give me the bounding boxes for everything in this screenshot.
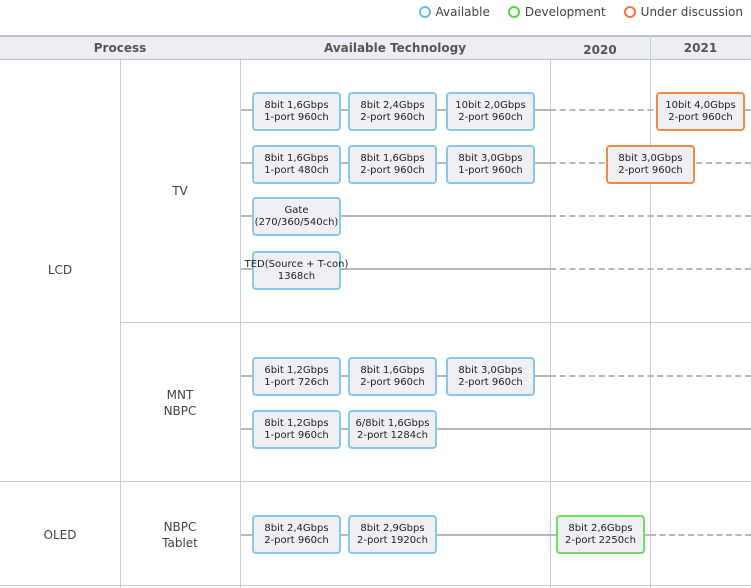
separator-tv-mnt (120, 322, 751, 323)
bottom-border (0, 585, 751, 586)
subprocess-mnt-line1: MNT (166, 388, 194, 402)
subprocess-mnt-line2: NBPC (163, 404, 197, 418)
subprocess-tv: TV (172, 184, 188, 198)
row-track (241, 215, 550, 217)
legend-available: Available (418, 5, 490, 19)
grid-line-2021 (650, 35, 651, 588)
legend: Available Development Under discussion (418, 5, 743, 19)
legend-development: Development (507, 5, 606, 19)
grid-line-subprocess (120, 58, 121, 588)
row-dash (650, 534, 751, 536)
row-dash (550, 109, 751, 111)
header-technology: Available Technology (323, 41, 467, 55)
legend-discussion: Under discussion (623, 5, 743, 19)
grid-line-2020 (550, 58, 551, 588)
subprocess-nbpc-line1: NBPC (163, 520, 197, 534)
process-oled: OLED (43, 528, 77, 542)
available-dot-icon (418, 6, 431, 18)
header-2021: 2021 (683, 41, 718, 55)
header-2020: 2020 (583, 43, 617, 57)
row-track (241, 428, 751, 430)
row-track (241, 268, 550, 270)
table-header: Process Available Technology 2020 2021 (0, 35, 751, 60)
header-process: Process (93, 41, 147, 55)
legend-available-label: Available (435, 5, 490, 19)
tech-box: TED(Source + T-con)1368ch (245, 251, 348, 290)
grid-line-technology (240, 58, 241, 588)
development-dot-icon (507, 6, 520, 18)
legend-development-label: Development (524, 5, 606, 19)
discussion-dot-icon (623, 6, 636, 18)
process-lcd: LCD (47, 263, 73, 277)
legend-discussion-label: Under discussion (640, 5, 743, 19)
subprocess-nbpc-line2: Tablet (162, 536, 198, 550)
tech-box: Gate(270/360/540ch) (252, 197, 341, 236)
subprocess-mnt: MNT NBPC (120, 387, 240, 419)
row-track (241, 534, 650, 536)
subprocess-nbpc-tablet: NBPC Tablet (120, 519, 240, 551)
row-dash (550, 268, 751, 270)
row-dash (550, 215, 751, 217)
row-dash (550, 375, 751, 377)
separator-lcd-oled (0, 481, 751, 482)
